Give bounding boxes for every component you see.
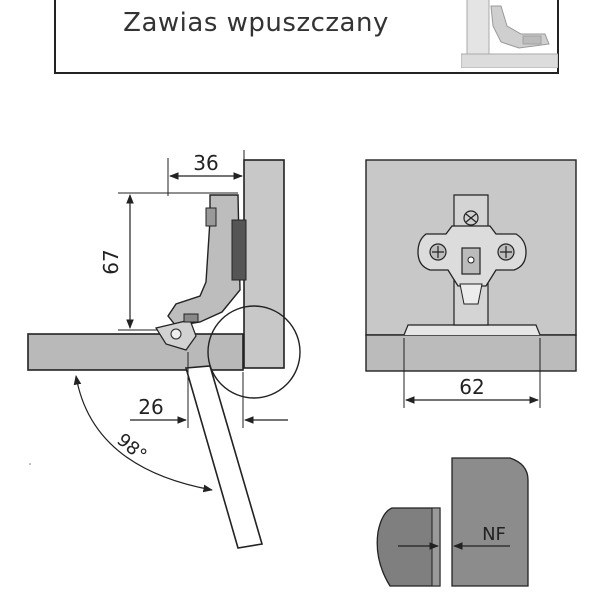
- front-door-strip: [365, 334, 577, 372]
- hinge-thumbnail: [461, 0, 558, 68]
- dimension-67: 67: [99, 249, 123, 274]
- cabinet-side-panel: [243, 159, 285, 369]
- dimension-62: 62: [459, 375, 484, 399]
- nf-label: NF: [482, 524, 506, 545]
- front-view: 62: [365, 159, 577, 408]
- dimension-26: 26: [138, 395, 163, 419]
- dimension-angle: 98°: [113, 429, 151, 466]
- nf-detail: NF: [376, 457, 529, 587]
- hinge-mechanism: [155, 194, 247, 351]
- title-banner: Zawias wpuszczany: [54, 0, 559, 74]
- opened-door: [184, 365, 264, 549]
- door-panel: [27, 333, 244, 371]
- cabinet-edge-profile: [451, 457, 529, 587]
- side-view: 36 67 26 98°: [27, 150, 301, 549]
- dimension-36: 36: [193, 151, 218, 175]
- detail-circle: [207, 305, 301, 399]
- page-title: Zawias wpuszczany: [123, 8, 389, 38]
- door-edge-profile: [376, 507, 441, 587]
